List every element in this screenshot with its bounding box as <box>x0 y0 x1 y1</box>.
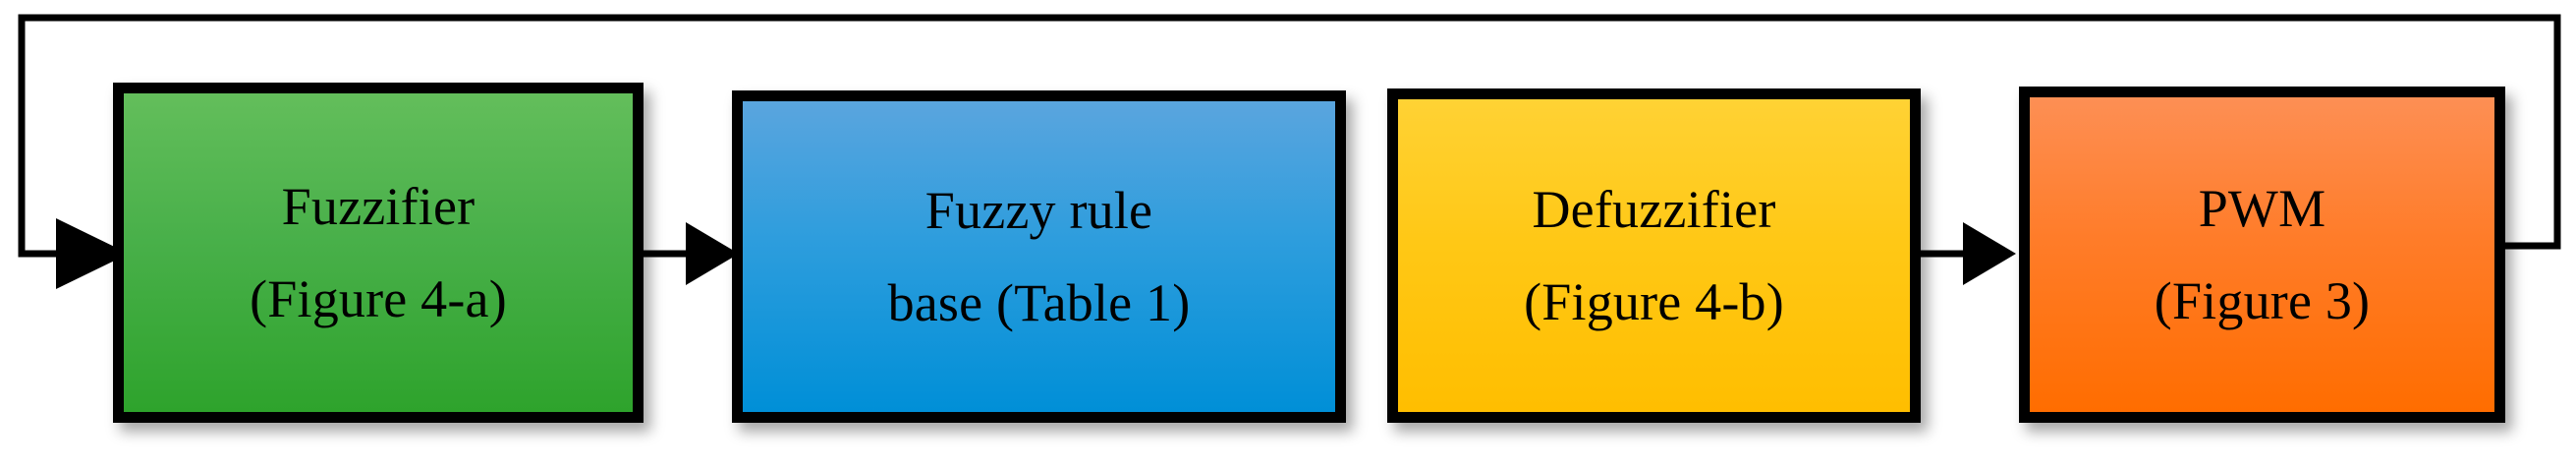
block-defuzzifier[interactable]: Defuzzifier (Figure 4-b) <box>1387 88 1921 423</box>
block-fuzzy-rule-base-line-1: Fuzzy rule <box>924 181 1153 240</box>
block-fuzzifier[interactable]: Fuzzifier (Figure 4-a) <box>113 83 644 423</box>
arrow-defuzzifier-to-pwm <box>1906 222 2016 285</box>
block-defuzzifier-line-1: Defuzzifier <box>1532 180 1776 239</box>
block-pwm-line-1: PWM <box>2198 179 2326 238</box>
block-fuzzifier-line-1: Fuzzifier <box>281 177 476 236</box>
block-pwm-line-2: (Figure 3) <box>2154 271 2371 330</box>
block-defuzzifier-line-2: (Figure 4-b) <box>1524 272 1784 331</box>
block-pwm[interactable]: PWM (Figure 3) <box>2019 87 2505 423</box>
block-fuzzy-rule-base-line-2: base (Table 1) <box>887 273 1191 332</box>
block-fuzzifier-line-2: (Figure 4-a) <box>250 269 507 328</box>
block-fuzzy-rule-base[interactable]: Fuzzy rule base (Table 1) <box>732 90 1346 423</box>
